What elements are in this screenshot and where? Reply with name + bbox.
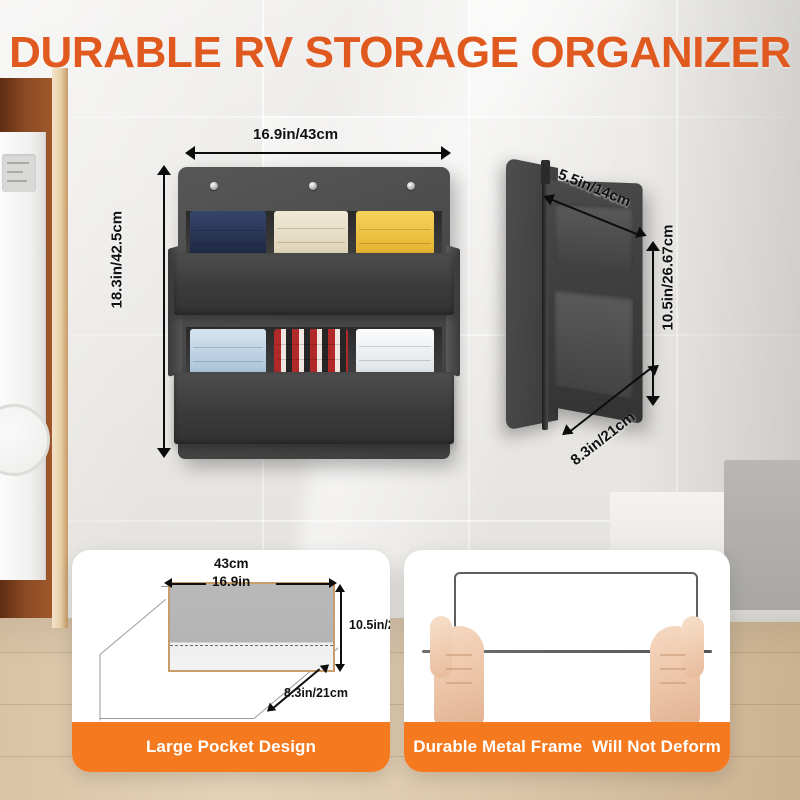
wireframe-box-front-face (168, 582, 335, 672)
dimension-front-height-label: 18.3in/42.5cm (108, 210, 126, 309)
washer-control-panel (2, 154, 36, 192)
background-cabinet-side (724, 460, 800, 610)
folded-clothes-navy (190, 211, 266, 257)
mounting-screw-icon (309, 182, 317, 190)
feature-card-metal-frame: Durable Metal Frame Will Not Deform (404, 550, 730, 772)
folded-clothes-beige (274, 211, 348, 257)
hand-right (644, 610, 706, 730)
organizer-metal-rail (542, 162, 548, 430)
folded-clothes-plaid (274, 329, 348, 375)
door-jamb (52, 68, 68, 628)
mounting-screw-icon (407, 182, 415, 190)
card-width-label-in: 16.9in (212, 574, 251, 589)
hand-left-thumb (430, 616, 452, 678)
feature-card-large-pocket: 43cm 16.9in 10.5in/26.67cm 8.3in/21cm La… (72, 550, 390, 772)
hand-left (428, 610, 490, 730)
organizer-pocket-bottom-contents (186, 327, 442, 375)
wall-grout-line (676, 0, 678, 800)
page-title: DURABLE RV STORAGE ORGANIZER (9, 28, 791, 77)
organizer-hanging-tab (541, 160, 550, 184)
hand-right-thumb (682, 616, 704, 678)
wireframe-box-inner-divider (170, 645, 333, 646)
organizer-pocket-side-bottom (554, 288, 633, 399)
card-width-label-cm: 43cm (214, 556, 249, 571)
folded-clothes-white (356, 329, 434, 375)
feature-card-large-pocket-body: 43cm 16.9in 10.5in/26.67cm 8.3in/21cm (72, 550, 390, 722)
folded-clothes-yellow (356, 211, 434, 257)
organizer-pocket-top (174, 253, 454, 315)
card-height-label: 10.5in/26.67cm (349, 618, 390, 632)
folded-clothes-lightblue (190, 329, 266, 375)
dimension-side-height-label: 10.5in/26.67cm (659, 224, 677, 331)
feature-card-metal-frame-caption: Durable Metal Frame Will Not Deform (404, 722, 730, 772)
feature-card-metal-frame-body (404, 550, 730, 730)
card-depth-label: 8.3in/21cm (284, 686, 348, 700)
washer-door (0, 404, 50, 476)
mounting-screw-icon (210, 182, 218, 190)
metal-frame-bottom-bar (422, 650, 712, 653)
organizer-pocket-top-contents (186, 211, 442, 257)
organizer-pocket-bottom (174, 372, 454, 444)
product-side-view (500, 157, 650, 450)
washing-machine (0, 132, 50, 580)
dimension-front-width-label: 16.9in/43cm (253, 126, 339, 143)
feature-card-large-pocket-caption: Large Pocket Design (72, 722, 390, 772)
organizer-pocket-side-top (554, 202, 633, 270)
product-front-view (168, 167, 460, 459)
